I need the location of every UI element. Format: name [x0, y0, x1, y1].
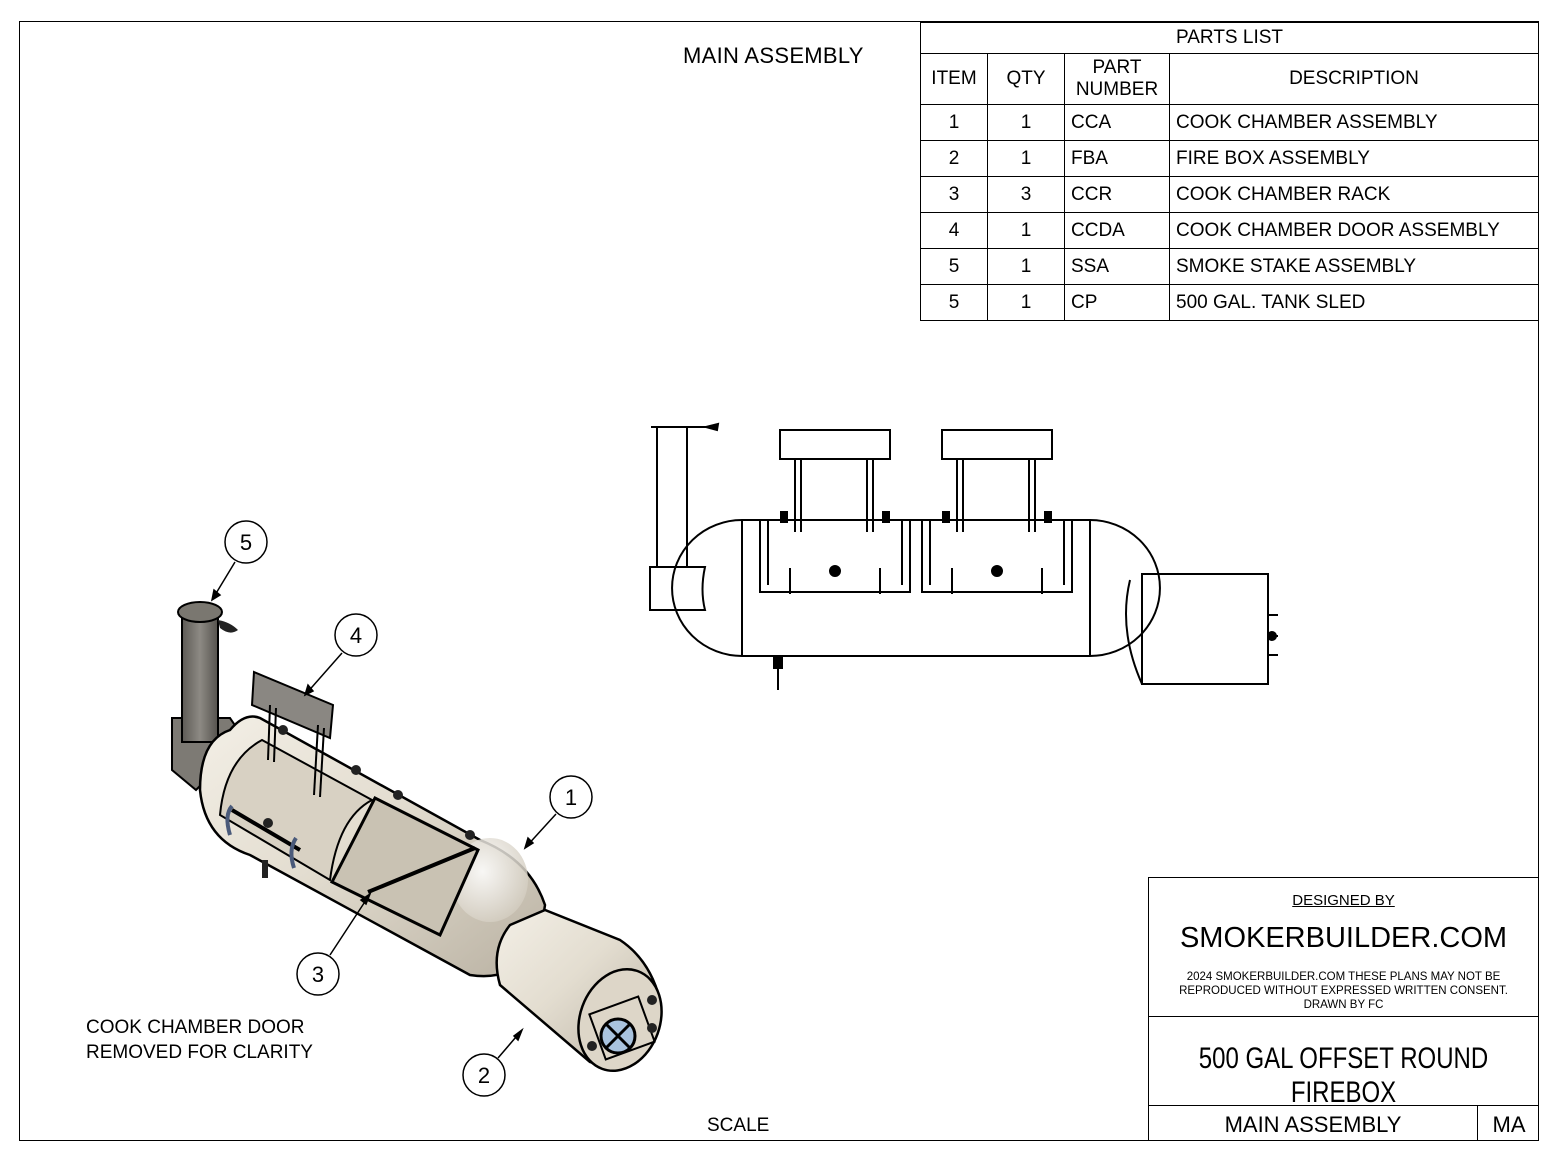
cell-part-number: FBA: [1064, 140, 1170, 177]
balloon-2-label: 2: [478, 1063, 490, 1088]
table-row: 5 1 SSA SMOKE STAKE ASSEMBLY: [920, 248, 1539, 285]
cell-qty: 1: [987, 140, 1065, 177]
header-qty: QTY: [987, 53, 1065, 105]
firebox-side: [1141, 573, 1269, 685]
balloon-1-label: 1: [565, 785, 577, 810]
cell-qty: 1: [987, 104, 1065, 141]
company-name: SMOKERBUILDER.COM: [1179, 922, 1508, 954]
side-view: [649, 422, 1278, 690]
drawing-name: 500 GAL OFFSET ROUND FIREBOX: [1198, 1042, 1489, 1109]
designed-by-label: DESIGNED BY: [1292, 892, 1395, 909]
cell-item: 1: [920, 104, 988, 141]
cell-description: 500 GAL. TANK SLED: [1169, 284, 1539, 321]
balloon-4: [334, 613, 378, 657]
cell-item: 5: [920, 284, 988, 321]
balloon-2: [462, 1053, 506, 1097]
cell-description: COOK CHAMBER DOOR ASSEMBLY: [1169, 212, 1539, 249]
scale-label: SCALE: [707, 1115, 770, 1136]
title-block: DESIGNED BY SMOKERBUILDER.COM 2024 SMOKE…: [1148, 877, 1539, 1141]
drawing-title: MAIN ASSEMBLY: [683, 43, 864, 68]
sheet-name: MAIN ASSEMBLY: [1224, 1112, 1402, 1137]
sheet-code: MA: [1492, 1112, 1526, 1137]
table-row: 1 1 CCA COOK CHAMBER ASSEMBLY: [920, 104, 1539, 141]
header-description: DESCRIPTION: [1169, 53, 1539, 105]
cell-item: 3: [920, 176, 988, 213]
isometric-view: [171, 601, 663, 1072]
cook-chamber-side: [671, 519, 1161, 657]
clarity-note: COOK CHAMBER DOOR REMOVED FOR CLARITY: [86, 1017, 313, 1063]
table-row: 2 1 FBA FIRE BOX ASSEMBLY: [920, 140, 1539, 177]
balloon-3-label: 3: [312, 962, 324, 987]
cell-qty: 1: [987, 212, 1065, 249]
cell-item: 2: [920, 140, 988, 177]
drawing-border: [19, 21, 1539, 1141]
cell-part-number: CCDA: [1064, 212, 1170, 249]
table-row: 5 1 CP 500 GAL. TANK SLED: [920, 284, 1539, 321]
table-row: 4 1 CCDA COOK CHAMBER DOOR ASSEMBLY: [920, 212, 1539, 249]
cell-description: COOK CHAMBER ASSEMBLY: [1169, 104, 1539, 141]
copyright-notice: 2024 SMOKERBUILDER.COM THESE PLANS MAY N…: [1179, 971, 1508, 1011]
balloon-1: [549, 775, 593, 819]
cell-description: FIRE BOX ASSEMBLY: [1169, 140, 1539, 177]
balloon-5-label: 5: [240, 530, 252, 555]
stack-damper-handle-icon: [702, 422, 720, 432]
cell-description: SMOKE STAKE ASSEMBLY: [1169, 248, 1539, 285]
cell-part-number: CCA: [1064, 104, 1170, 141]
balloon-4-label: 4: [350, 623, 362, 648]
cell-item: 5: [920, 248, 988, 285]
balloon-5: [224, 520, 268, 564]
item-balloons: [210, 520, 593, 1097]
balloon-3: [296, 952, 340, 996]
